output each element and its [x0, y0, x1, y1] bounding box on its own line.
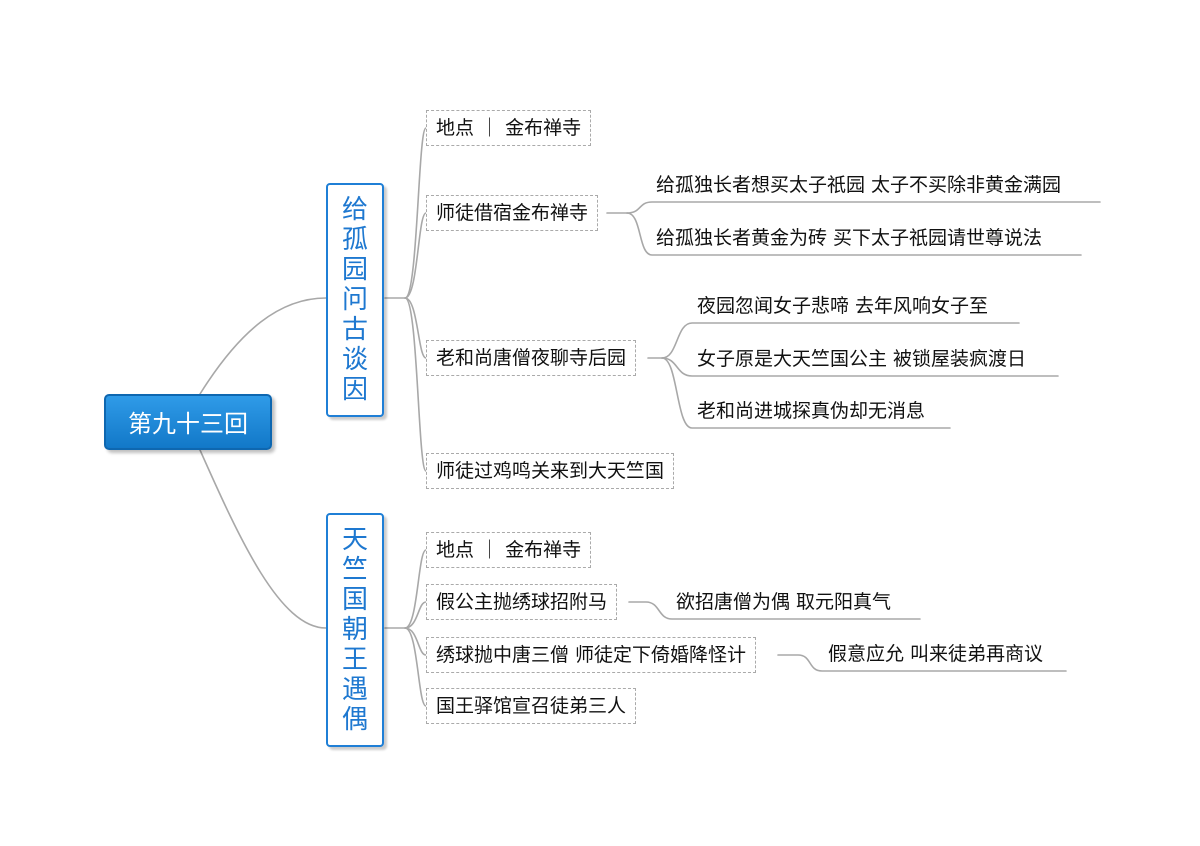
branch-char: 竺 — [341, 555, 368, 585]
branch-char: 国 — [341, 585, 368, 615]
subtopic-location-1[interactable]: 地点 ｜ 金布禅寺 — [426, 110, 592, 146]
branch-char: 偶 — [341, 705, 368, 735]
branch-char: 天 — [341, 525, 368, 555]
branch-char: 园 — [341, 255, 368, 285]
branch-char: 遇 — [341, 675, 368, 705]
branch-char: 谈 — [341, 345, 368, 375]
branch-char: 孤 — [341, 225, 368, 255]
subtopic-night-talk[interactable]: 老和尚唐僧夜聊寺后园 — [426, 340, 637, 376]
branch-topic-1[interactable]: 给 孤 园 问 古 谈 因 — [326, 183, 384, 417]
branch-char: 王 — [341, 645, 368, 675]
leaf-topic[interactable]: 老和尚进城探真伪却无消息 — [697, 400, 926, 422]
branch-char: 问 — [341, 285, 368, 315]
subtopic-summon[interactable]: 国王驿馆宣召徒弟三人 — [426, 688, 637, 724]
subtopic-arrival[interactable]: 师徒过鸡鸣关来到大天竺国 — [426, 453, 675, 489]
branch-char: 朝 — [341, 615, 368, 645]
branch-topic-2[interactable]: 天 竺 国 朝 王 遇 偶 — [326, 513, 384, 747]
branch-char: 给 — [341, 195, 368, 225]
root-topic[interactable]: 第九十三回 — [104, 394, 272, 450]
subtopic-plan[interactable]: 绣球抛中唐三僧 师徒定下倚婚降怪计 — [426, 637, 757, 673]
leaf-topic[interactable]: 给孤独长者想买太子祇园 太子不买除非黄金满园 — [656, 174, 1062, 196]
subtopic-embroidered-ball[interactable]: 假公主抛绣球招附马 — [426, 584, 618, 620]
leaf-topic[interactable]: 假意应允 叫来徒弟再商议 — [828, 643, 1044, 665]
leaf-topic[interactable]: 给孤独长者黄金为砖 买下太子祇园请世尊说法 — [656, 227, 1043, 249]
leaf-topic[interactable]: 女子原是大天竺国公主 被锁屋装疯渡日 — [697, 348, 1027, 370]
branch-char: 古 — [341, 315, 368, 345]
subtopic-lodging[interactable]: 师徒借宿金布禅寺 — [426, 195, 599, 231]
subtopic-location-2[interactable]: 地点 ｜ 金布禅寺 — [426, 532, 592, 568]
leaf-topic[interactable]: 夜园忽闻女子悲啼 去年风响女子至 — [697, 295, 989, 317]
leaf-topic[interactable]: 欲招唐僧为偶 取元阳真气 — [676, 591, 892, 613]
branch-char: 因 — [341, 375, 368, 405]
